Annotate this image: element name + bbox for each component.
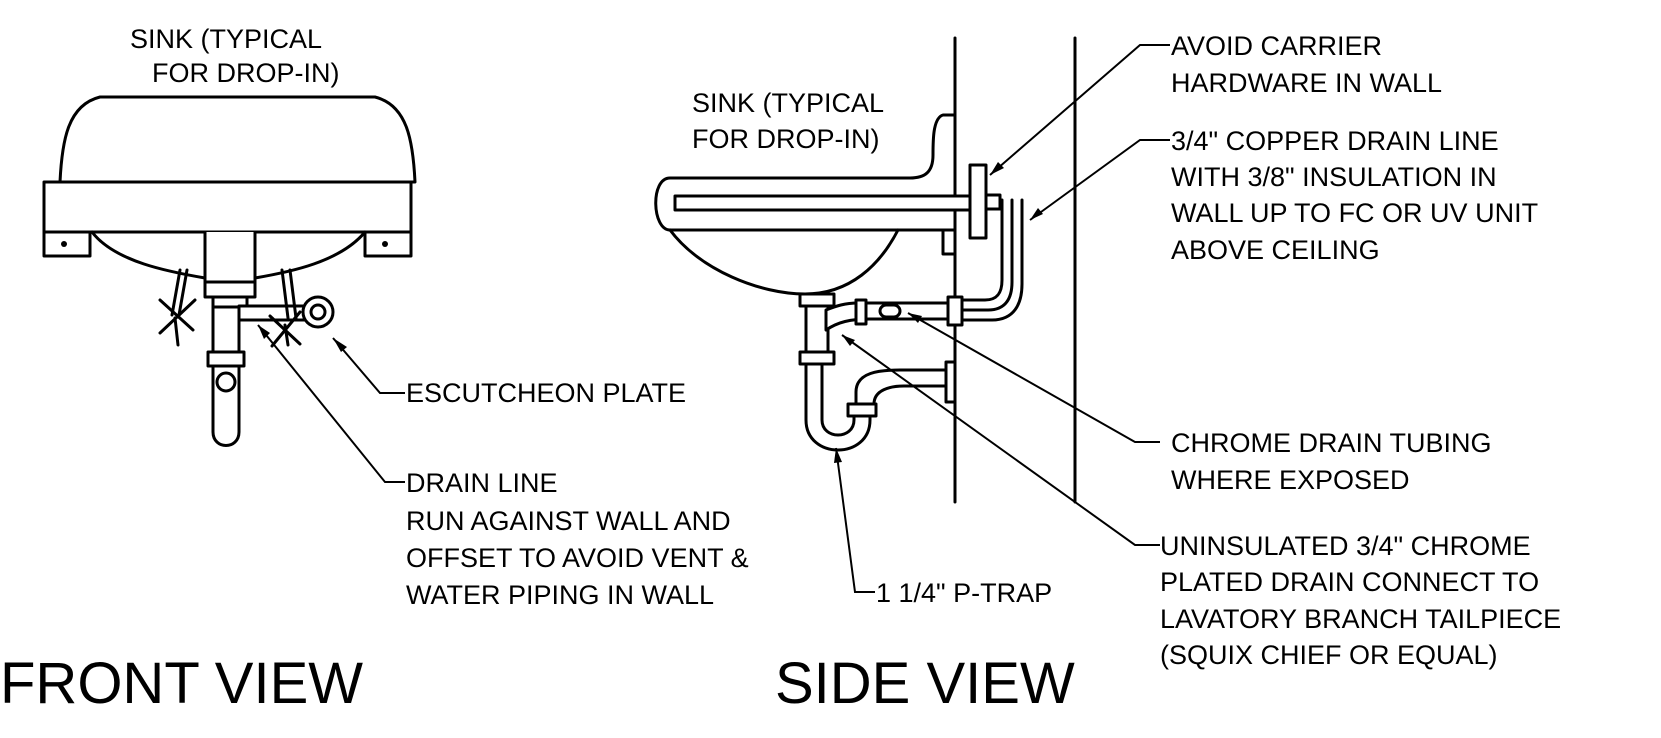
p-trap-label: 1 1/4" P-TRAP	[876, 578, 1052, 608]
side-view-title: SIDE VIEW	[775, 651, 1075, 716]
drain-line-label-line-1: DRAIN LINE	[406, 468, 558, 498]
front-sink-label: SINK (TYPICAL FOR DROP-IN)	[130, 24, 339, 88]
chrome-tubing-label-line-1: CHROME DRAIN TUBING	[1171, 428, 1492, 458]
side-leaders	[834, 44, 1170, 593]
avoid-carrier-label-line-1: AVOID CARRIER	[1171, 31, 1382, 61]
copper-drain-label-line-4: ABOVE CEILING	[1171, 235, 1380, 265]
copper-drain-label-line-1: 3/4" COPPER DRAIN LINE	[1171, 126, 1499, 156]
drain-line-label: DRAIN LINE RUN AGAINST WALL AND OFFSET T…	[406, 468, 749, 610]
side-sink-label-line-1: SINK (TYPICAL	[692, 88, 884, 118]
side-sink-label-line-2: FOR DROP-IN)	[692, 124, 879, 154]
copper-drain-label: 3/4" COPPER DRAIN LINE WITH 3/8" INSULAT…	[1171, 126, 1538, 265]
side-view-walls	[953, 36, 1077, 504]
side-sink-label: SINK (TYPICAL FOR DROP-IN)	[692, 88, 884, 154]
front-sink-label-line-1: SINK (TYPICAL	[130, 24, 322, 54]
uninsulated-drain-label-line-3: LAVATORY BRANCH TAILPIECE	[1160, 604, 1561, 634]
uninsulated-drain-label-line-1: UNINSULATED 3/4" CHROME	[1160, 531, 1531, 561]
copper-drain-label-line-2: WITH 3/8" INSULATION IN	[1171, 162, 1497, 192]
front-view-sink	[42, 95, 417, 447]
uninsulated-drain-label: UNINSULATED 3/4" CHROME PLATED DRAIN CON…	[1160, 531, 1561, 670]
avoid-carrier-label: AVOID CARRIER HARDWARE IN WALL	[1171, 31, 1442, 98]
escutcheon-plate-label: ESCUTCHEON PLATE	[406, 378, 686, 408]
drain-line-label-line-4: WATER PIPING IN WALL	[406, 580, 714, 610]
drain-line-label-line-3: OFFSET TO AVOID VENT &	[406, 543, 749, 573]
front-view-title: FRONT VIEW	[0, 651, 363, 716]
avoid-carrier-label-line-2: HARDWARE IN WALL	[1171, 68, 1442, 98]
front-sink-label-line-2: FOR DROP-IN)	[152, 58, 339, 88]
side-view-sink	[654, 113, 1024, 452]
uninsulated-drain-label-line-4: (SQUIX CHIEF OR EQUAL)	[1160, 640, 1498, 670]
chrome-tubing-label-line-2: WHERE EXPOSED	[1171, 465, 1410, 495]
drain-line-label-line-2: RUN AGAINST WALL AND	[406, 506, 731, 536]
front-leaders	[257, 324, 405, 483]
uninsulated-drain-label-line-2: PLATED DRAIN CONNECT TO	[1160, 567, 1539, 597]
copper-drain-label-line-3: WALL UP TO FC OR UV UNIT	[1171, 198, 1538, 228]
chrome-tubing-label: CHROME DRAIN TUBING WHERE EXPOSED	[1171, 428, 1492, 495]
